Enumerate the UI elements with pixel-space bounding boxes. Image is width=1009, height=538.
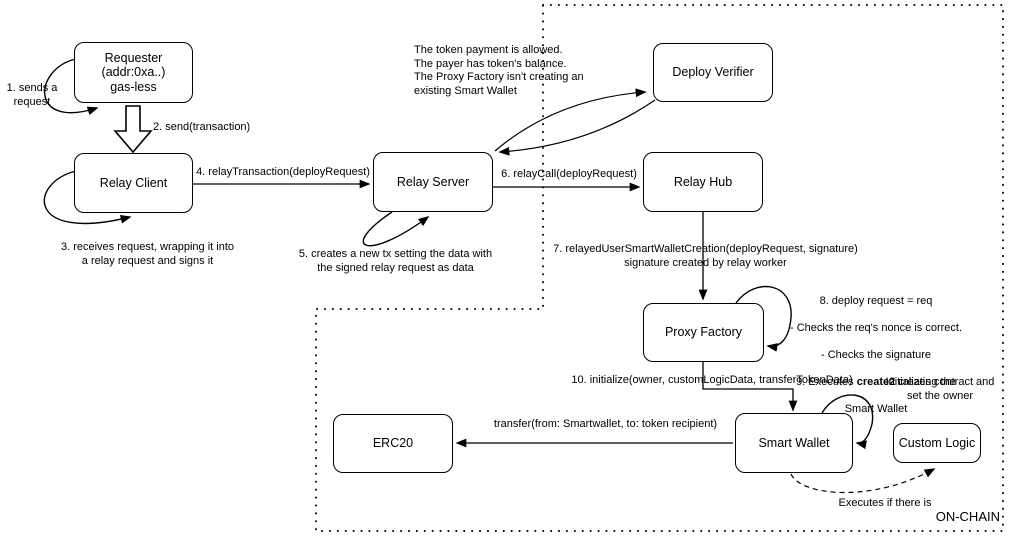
arrow-creates-tx-loop bbox=[362, 211, 430, 247]
edge-label-7: 7. relayedUserSmartWalletCreation(deploy… bbox=[553, 243, 858, 269]
arrow-checks-loop bbox=[735, 285, 792, 352]
edge-label-1: 1. sends a request bbox=[6, 82, 58, 108]
arrow-to-deploy-verifier bbox=[494, 88, 647, 152]
node-requester: Requester (addr:0xa..) gas-less bbox=[74, 42, 193, 103]
note-deploy-checks-line1: 8. deploy request = req bbox=[819, 294, 933, 307]
node-relay-server: Relay Server bbox=[373, 152, 493, 212]
edge-label-3: 3. receives request, wrapping it into a … bbox=[60, 241, 235, 267]
note-verifier-conditions: The token payment is allowed. The payer … bbox=[414, 44, 584, 97]
arrow-sends-request-loop bbox=[44, 58, 99, 116]
node-custom-logic: Custom Logic bbox=[893, 423, 981, 463]
edge-label-10: 10. initialize(owner, customLogicData, t… bbox=[571, 374, 853, 386]
edge-label-transfer: transfer(from: Smartwallet, to: token re… bbox=[493, 418, 718, 430]
node-relay-client: Relay Client bbox=[74, 153, 193, 213]
note-initializes-owner: Initializes contract and set the owner bbox=[885, 376, 995, 402]
node-relay-hub: Relay Hub bbox=[643, 152, 763, 212]
arrow-from-deploy-verifier bbox=[498, 99, 656, 156]
note-deploy-checks: 8. deploy request = req - Checks the req… bbox=[786, 281, 966, 430]
arrow-send-transaction bbox=[113, 105, 153, 154]
note-deploy-checks-line3: - Checks the signature bbox=[820, 348, 932, 361]
arrow-initialize bbox=[702, 362, 798, 412]
arrow-init-owner-loop bbox=[821, 394, 874, 450]
note-deploy-checks-line5: Smart Wallet bbox=[844, 402, 908, 415]
node-smart-wallet: Smart Wallet bbox=[735, 413, 853, 473]
edge-label-5: 5. creates a new tx setting the data wit… bbox=[298, 248, 493, 274]
edge-label-4: 4. relayTransaction(deployRequest) bbox=[196, 166, 370, 178]
note-deploy-checks-line2: - Checks the req's nonce is correct. bbox=[789, 321, 963, 334]
node-erc20: ERC20 bbox=[333, 414, 453, 473]
edge-label-6: 6. relayCall(deployRequest) bbox=[501, 168, 637, 180]
onchain-region-label: ON-CHAIN bbox=[935, 509, 1000, 524]
node-deploy-verifier: Deploy Verifier bbox=[653, 43, 773, 102]
note-deploy-checks-line4: 9. Executes create2 creating the bbox=[796, 375, 956, 388]
node-proxy-factory: Proxy Factory bbox=[643, 303, 764, 362]
arrow-executes-custom-logic bbox=[790, 468, 936, 494]
arrow-receives-request-loop bbox=[43, 170, 132, 225]
edge-label-2: 2. send(transaction) bbox=[153, 121, 251, 133]
edge-label-executes-if: Executes if there is bbox=[838, 497, 932, 509]
